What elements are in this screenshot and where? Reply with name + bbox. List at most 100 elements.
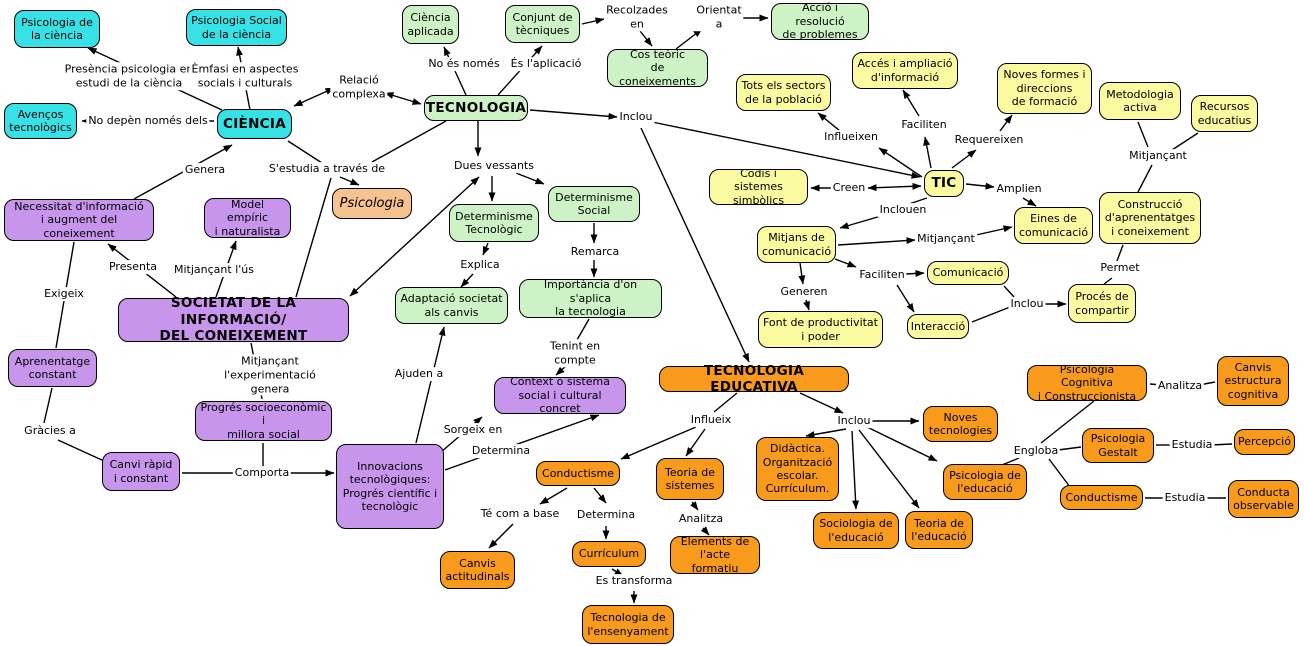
node-determinisme-social[interactable]: Determinisme Social — [548, 186, 640, 222]
edge-line-66 — [1116, 244, 1124, 262]
link-label-26: Exigeix — [42, 287, 86, 301]
node-adaptacio-societat[interactable]: Adaptació societat als canvis — [395, 287, 508, 324]
link-label-39: Determina — [574, 508, 638, 522]
edge-line-74 — [295, 177, 332, 298]
node-cos-teoric[interactable]: Cos teòric de coneixements — [607, 48, 708, 88]
node-accio-i-resolucio[interactable]: Acció i resolució de problemes — [771, 1, 869, 41]
node-conductisme-a[interactable]: Conductisme — [536, 461, 620, 486]
edge-line-57 — [975, 225, 1013, 236]
node-progres-socioeconomic[interactable]: Progrés socioeconòmic i millora social — [195, 401, 332, 441]
node-font-de-productivitat[interactable]: Font de productivitat i poder — [758, 311, 883, 348]
link-label-8: Inclou — [617, 110, 655, 124]
node-tic[interactable]: TIC — [924, 170, 964, 197]
node-ciencia-aplicada[interactable]: Ciència aplicada — [402, 5, 459, 44]
node-canvis-actitudinals[interactable]: Canvis actitudinals — [440, 551, 515, 589]
link-label-18: Generen — [778, 285, 830, 299]
edge-line-48 — [951, 149, 977, 169]
node-conjunt-de-tecniques[interactable]: Conjunt de tècniques — [505, 5, 580, 43]
link-label-22: S'estudia a través de — [266, 162, 388, 176]
node-didactica[interactable]: Didàctica. Organització escolar. Currícu… — [756, 437, 839, 501]
node-percepcio[interactable]: Percepció — [1234, 429, 1295, 455]
link-label-40: Analitza — [676, 512, 726, 526]
node-psicologia[interactable]: Psicologia — [332, 188, 412, 219]
edge-line-23 — [555, 365, 567, 376]
node-tecnologia-ensenyament[interactable]: Tecnologia de l'ensenyament — [582, 605, 674, 644]
link-label-44: Estudia — [1169, 438, 1215, 452]
link-label-38: Té com a base — [478, 507, 562, 521]
node-construccio-aprenentatges[interactable]: Construcció d'aprenentatges i coneixemen… — [1099, 192, 1201, 244]
link-label-19: Inclou — [1008, 297, 1046, 311]
node-eines-de-comunicacio[interactable]: Eines de comunicació — [1014, 207, 1093, 244]
link-label-32: Comporta — [232, 466, 292, 480]
node-mitjans-de-comunicacio[interactable]: Mitjans de comunicació — [757, 226, 836, 263]
node-tecnologia[interactable]: TECNOLOGIA — [424, 95, 528, 121]
link-label-3: Relació complexa — [330, 73, 388, 101]
link-label-42: Engloba — [1011, 444, 1061, 458]
edge-line-32 — [851, 430, 860, 510]
link-label-23: Dues vessants — [452, 159, 536, 173]
edge-line-43 — [700, 526, 710, 536]
node-noves-tecnologies[interactable]: Noves tecnologies — [923, 406, 998, 442]
edge-line-79 — [43, 387, 53, 424]
node-societat-informacio[interactable]: SOCIETAT DE LA INFORMACIÓ/ DEL CONEIXEME… — [118, 295, 349, 344]
edge-line-87 — [1001, 457, 1020, 466]
edge-line-52 — [965, 182, 995, 190]
node-teoria-educacio[interactable]: Teoria de l'educació — [905, 511, 973, 549]
node-psicologia-de-la-ciencia[interactable]: Psicologia de la ciència — [14, 10, 100, 48]
link-label-14: Amplien — [994, 182, 1044, 196]
node-model-empiric[interactable]: Model empíric i naturalista — [204, 198, 291, 238]
link-label-16: Mitjançant — [1127, 149, 1189, 163]
edge-line-91 — [1210, 443, 1233, 446]
node-aprenentatge-constant[interactable]: Aprenentatge constant — [8, 349, 97, 387]
link-label-45: Estudia — [1162, 491, 1208, 505]
edge-line-49 — [999, 114, 1013, 132]
edge-line-63 — [1003, 285, 1015, 298]
node-tecnologia-educativa[interactable]: TECNOLOGIA EDUCATIVA — [659, 363, 849, 395]
edge-line-68 — [1137, 121, 1149, 148]
node-conducta-observable[interactable]: Conducta observable — [1228, 480, 1299, 518]
edge-line-56 — [837, 237, 916, 246]
node-proces-de-compartir[interactable]: Procés de compartir — [1068, 284, 1136, 323]
node-acces-i-ampliacio[interactable]: Accés i ampliació d'informació — [852, 52, 958, 89]
node-interaccio[interactable]: Interacció — [907, 314, 969, 339]
node-context-sistema[interactable]: Context o sistema social i cultural conc… — [494, 375, 626, 415]
link-label-30: Mitjançant l'experimentació genera — [222, 354, 318, 396]
link-label-29: Tenint en compte — [547, 339, 603, 367]
node-innovacions[interactable]: Innovacions tecnològiques: Progrés cient… — [336, 444, 444, 529]
node-noves-formes[interactable]: Noves formes i direccions de formació — [997, 63, 1092, 114]
node-metodologia-activa[interactable]: Metodologia activa — [1099, 82, 1181, 120]
edge-line-58 — [834, 258, 857, 268]
node-tots-els-sectors[interactable]: Tots els sectors de la població — [736, 74, 831, 111]
link-label-12: Creen — [830, 181, 868, 195]
node-curriculum[interactable]: Currículum — [572, 541, 646, 567]
node-necessitat-informacio[interactable]: Necessitat d'informació i augment del co… — [4, 199, 154, 241]
edge-line-13 — [640, 127, 750, 363]
node-psicologia-social-de-la-ciencia[interactable]: Psicologia Social de la ciència — [186, 9, 287, 46]
edge-line-61 — [798, 262, 806, 285]
node-recursos-educatius[interactable]: Recursos educatius — [1191, 95, 1258, 132]
link-label-33: Ajuden a — [392, 367, 446, 381]
edge-line-8 — [639, 30, 653, 47]
node-ciencia[interactable]: CIÈNCIA — [217, 109, 292, 139]
node-psicologia-cognitiva[interactable]: Psicologia Cognitiva i Construccionista — [1027, 363, 1147, 403]
link-label-34: Sorgeix en — [441, 423, 505, 437]
node-conductisme-b[interactable]: Conductisme — [1060, 485, 1143, 510]
node-canvis-estructura[interactable]: Canvis estructura cognitiva — [1217, 356, 1289, 406]
link-label-41: Es transforma — [593, 574, 675, 588]
node-determinisme-tecnologic[interactable]: Determinisme Tecnològic — [449, 204, 539, 242]
node-codis-i-sistemes[interactable]: Codis i sistemes simbòlics — [709, 167, 808, 207]
link-label-20: Permet — [1098, 261, 1142, 275]
link-label-4: No és només — [426, 57, 502, 71]
node-avencos-tecnologics[interactable]: Avenços tecnològics — [4, 103, 77, 139]
node-sociologia-educacio[interactable]: Sociologia de l'educació — [813, 512, 899, 549]
node-psicologia-educacio[interactable]: Psicologia de l'educació — [943, 464, 1027, 500]
link-label-37: Inclou — [835, 414, 873, 428]
edge-line-45 — [817, 112, 841, 132]
node-psicologia-gestalt[interactable]: Psicologia Gestalt — [1082, 428, 1154, 463]
node-comunicacio[interactable]: Comunicació — [927, 261, 1009, 285]
node-canvi-rapid[interactable]: Canvi ràpid i constant — [102, 452, 180, 491]
node-teoria-de-sistemes[interactable]: Teoria de sistemes — [656, 458, 724, 500]
node-elements-acte-formatiu[interactable]: Elements de l'acte formatiu — [670, 535, 760, 575]
edge-line-22 — [576, 318, 590, 341]
node-importancia-aplicacio[interactable]: Importància d'on s'aplica la tecnologia — [519, 278, 662, 318]
